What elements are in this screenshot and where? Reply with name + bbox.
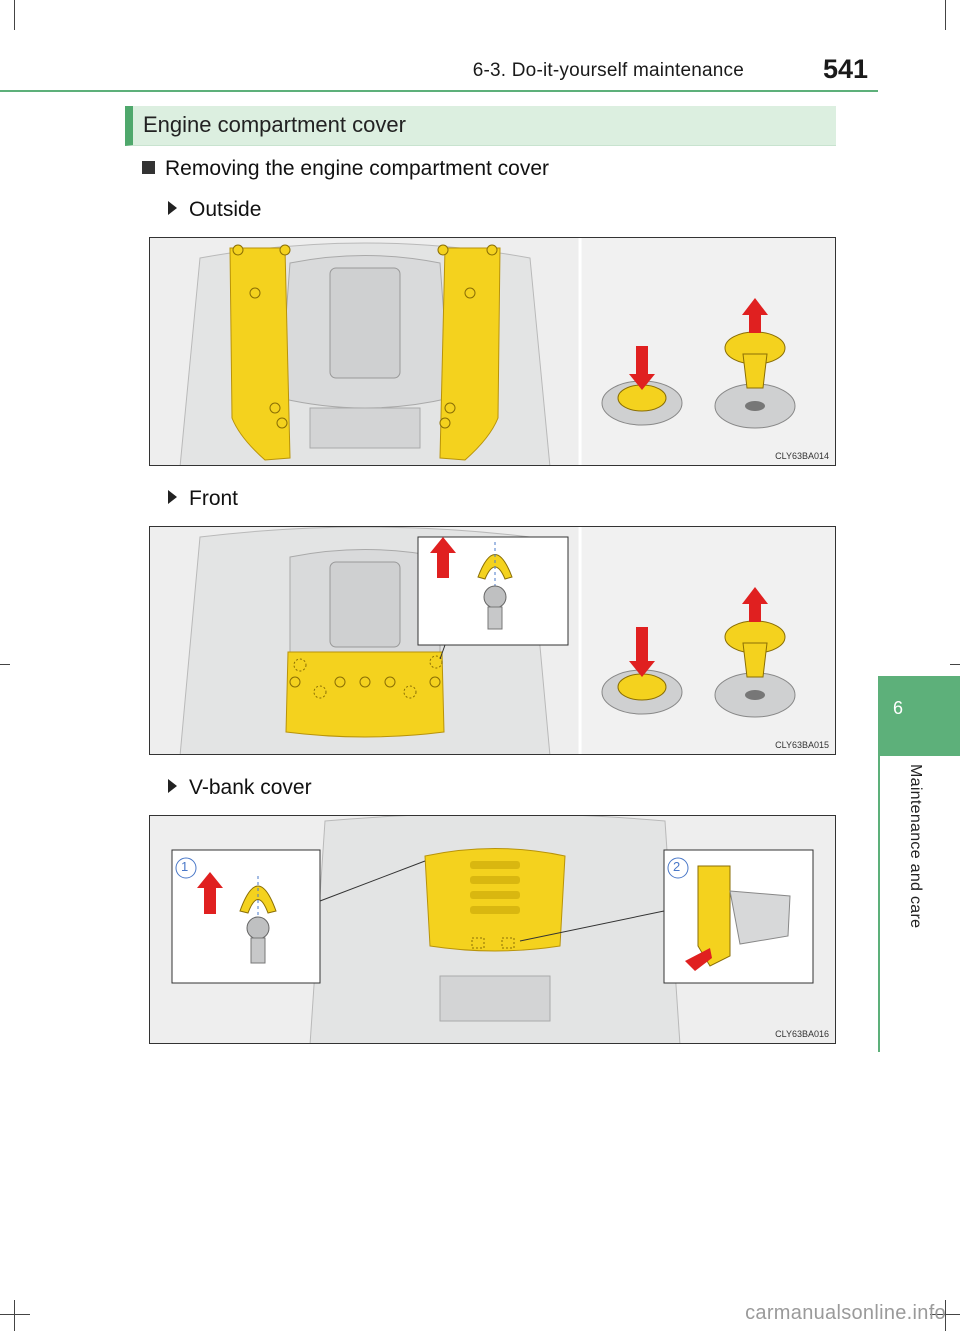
figure-code: CLY63BA015 xyxy=(775,740,829,750)
crop-mark xyxy=(950,664,960,665)
callout-2: 2 xyxy=(673,859,681,874)
header-rule xyxy=(0,90,878,92)
chapter-tab: 6 xyxy=(878,676,960,756)
callout-1: 1 xyxy=(181,859,189,874)
crop-mark xyxy=(14,1300,15,1331)
item-label: V-bank cover xyxy=(189,776,312,799)
item-v-bank-cover: V-bank cover xyxy=(168,776,312,800)
triangle-bullet-icon xyxy=(168,490,177,504)
crop-mark xyxy=(945,1300,946,1331)
chapter-label: Maintenance and care xyxy=(907,764,924,929)
header-section-title: 6-3. Do-it-yourself maintenance xyxy=(472,60,744,81)
figure-outside: CLY63BA014 xyxy=(149,237,836,466)
figure-front: CLY63BA015 xyxy=(149,526,836,755)
item-label: Front xyxy=(189,487,239,510)
figure-code: CLY63BA016 xyxy=(775,1029,829,1039)
section-heading-bar: Engine compartment cover xyxy=(125,106,836,146)
crop-mark xyxy=(0,664,10,665)
item-front: Front xyxy=(168,487,238,511)
engine-v-bank-illustration xyxy=(150,816,835,1043)
chapter-number: 6 xyxy=(892,698,903,718)
section-title: Engine compartment cover xyxy=(143,112,406,137)
page-number: 541 xyxy=(822,54,868,84)
subheading: Removing the engine compartment cover xyxy=(142,157,549,181)
triangle-bullet-icon xyxy=(168,779,177,793)
engine-outside-illustration xyxy=(150,238,835,465)
square-bullet-icon xyxy=(142,161,155,174)
engine-front-illustration xyxy=(150,527,835,754)
figure-v-bank-cover: 1 2 CLY63BA016 xyxy=(149,815,836,1044)
side-tab-edge xyxy=(878,676,880,1052)
triangle-bullet-icon xyxy=(168,201,177,215)
crop-mark xyxy=(0,1314,30,1315)
figure-code: CLY63BA014 xyxy=(775,451,829,461)
crop-mark xyxy=(930,1314,960,1315)
subheading-text: Removing the engine compartment cover xyxy=(165,157,550,180)
crop-mark xyxy=(14,0,15,30)
crop-mark xyxy=(945,0,946,30)
item-outside: Outside xyxy=(168,198,261,222)
watermark: carmanualsonline.info xyxy=(745,1302,946,1324)
item-label: Outside xyxy=(189,198,262,221)
